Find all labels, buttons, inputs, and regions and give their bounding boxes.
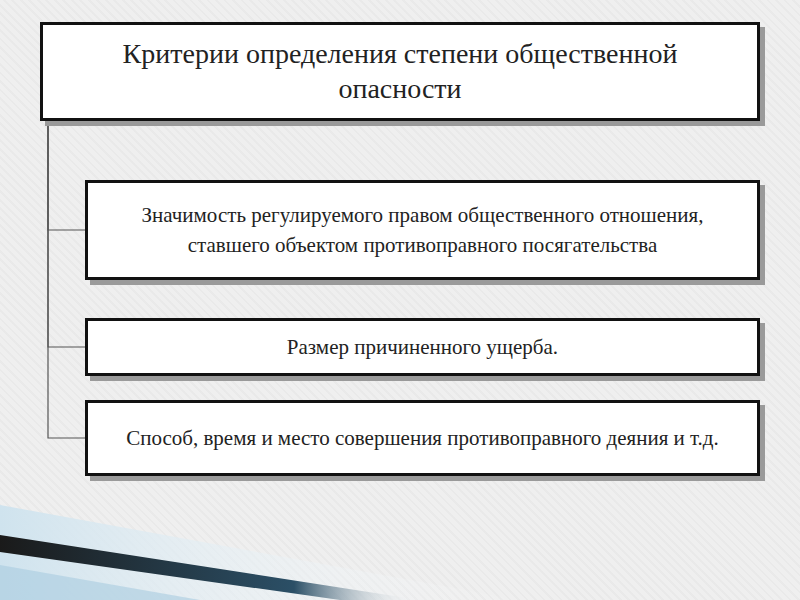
criterion-box: Размер причиненного ущерба. [85,318,760,376]
criterion-box: Способ, время и место совершения противо… [85,400,760,476]
criterion-text: Размер причиненного ущерба. [287,332,558,362]
title-box: Критерии определения степени общественно… [40,22,760,121]
criterion-text: Значимость регулируемого правом обществе… [112,200,733,261]
stripe [0,565,200,600]
criterion-text: Способ, время и место совершения противо… [126,423,719,453]
stripe [0,505,520,600]
tree-connector [48,121,85,347]
tree-connector [48,121,85,438]
criterion-box: Значимость регулируемого правом обществе… [85,180,760,280]
stripe [0,535,420,600]
title-text: Критерии определения степени общественно… [67,37,733,105]
tree-connector [48,121,85,230]
